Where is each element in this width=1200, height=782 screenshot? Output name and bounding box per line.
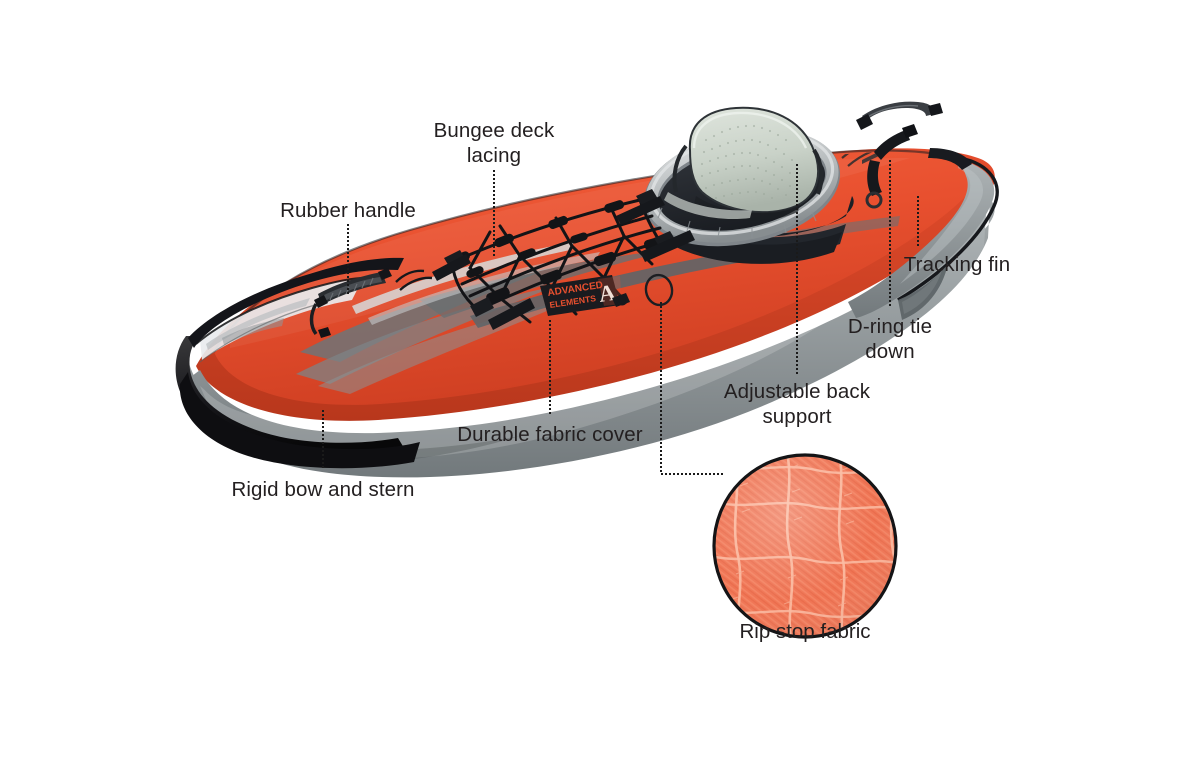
callout-d-ring-tie-down: D-ring tie down <box>847 315 933 363</box>
seat-strap-right <box>812 148 824 195</box>
bow-deck-loops <box>395 269 433 291</box>
leader-durable-fabric-cover <box>549 320 551 416</box>
leader-d-ring-tie-down <box>889 160 891 308</box>
bow-logo-ghost <box>222 318 284 345</box>
rip-stop-fabric-swatch <box>712 453 898 639</box>
leader-rip-stop-fabric-vertical <box>660 302 662 474</box>
leader-bungee-deck-lacing <box>493 170 495 258</box>
stern-gray-tip <box>848 160 995 318</box>
seat-cushion <box>664 192 752 220</box>
bungee-cord-clips <box>448 200 667 303</box>
leader-rubber-handle <box>347 224 349 294</box>
seat-strap-left <box>672 144 688 193</box>
rip-stop-grid-lines <box>715 456 895 636</box>
bow-black-under <box>179 372 420 469</box>
seat-mesh-dots <box>700 124 794 200</box>
callout-bungee-deck-lacing: Bungee deck lacing <box>433 119 555 167</box>
brand-logo: ADVANCED ELEMENTS A <box>540 275 622 316</box>
leader-rip-stop-fabric-horizontal <box>661 473 723 475</box>
deck-webbing-bars <box>432 196 695 330</box>
leader-rigid-bow-and-stern <box>322 410 324 470</box>
stern-rail-top <box>928 148 972 170</box>
leader-adjustable-back-support <box>796 164 798 374</box>
d-ring-tie-down <box>865 124 918 209</box>
stern-carry-handle <box>856 101 943 130</box>
leader-tracking-fin <box>917 196 919 248</box>
deck-hardware-forward <box>612 293 630 307</box>
callout-rip-stop-fabric: Rip stop fabric <box>739 620 871 643</box>
brand-mark-a: A <box>597 280 618 307</box>
callout-tracking-fin: Tracking fin <box>903 253 1011 276</box>
callout-durable-fabric-cover: Durable fabric cover <box>457 423 643 446</box>
rubber-handle <box>309 268 392 338</box>
callout-rigid-bow-and-stern: Rigid bow and stern <box>231 478 415 501</box>
callout-adjustable-back-support: Adjustable back support <box>723 380 871 428</box>
callout-rubber-handle: Rubber handle <box>280 199 416 222</box>
stern-trim <box>897 156 999 302</box>
bow-upper-rail <box>188 257 404 348</box>
seat-back-support <box>688 106 820 214</box>
